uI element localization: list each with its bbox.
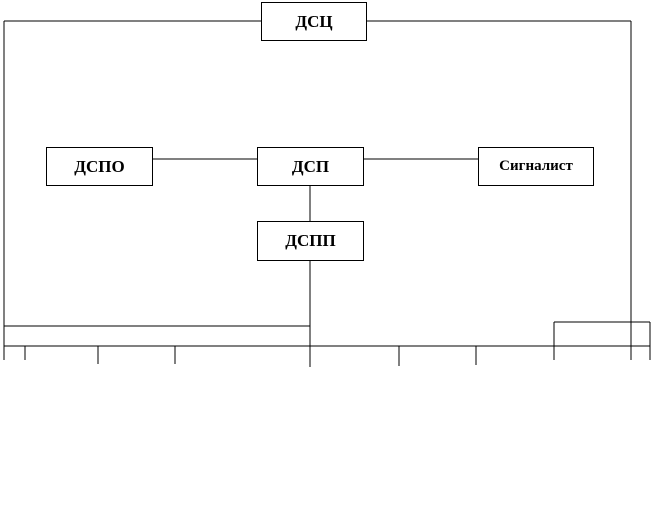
node-dspo-label: ДСПО (74, 156, 125, 176)
node-dspo: ДСПО (46, 147, 153, 186)
node-signalist: Сигналист (478, 147, 594, 186)
node-dspp: ДСПП (257, 221, 364, 261)
node-dsc: ДСЦ (261, 2, 367, 41)
node-dspp-label: ДСПП (285, 231, 336, 250)
node-dsc-label: ДСЦ (295, 11, 333, 31)
node-signalist-label: Сигналист (499, 158, 573, 174)
node-dsp: ДСП (257, 147, 364, 186)
node-dsp-label: ДСП (291, 156, 330, 176)
